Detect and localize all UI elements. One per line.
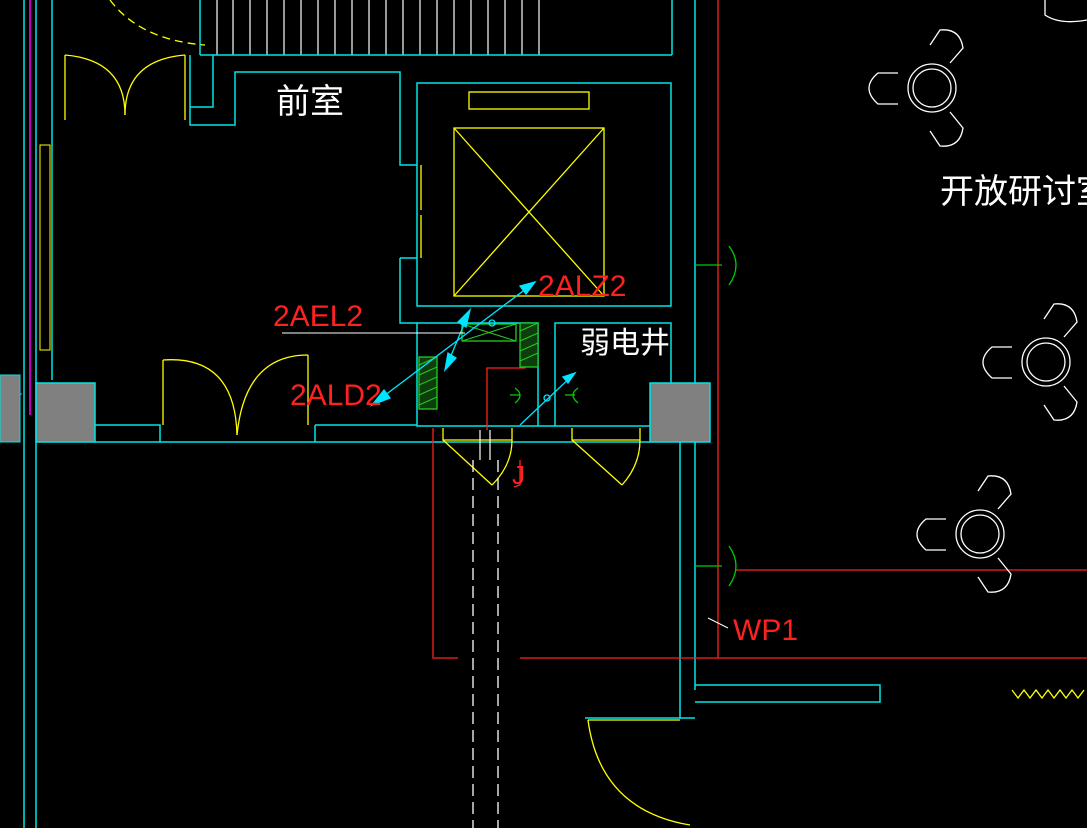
furniture-cluster-3: [916, 475, 1012, 593]
top-left-doors: [64, 0, 206, 120]
walls: [95, 0, 881, 719]
front-room-doors: [162, 354, 309, 436]
column-left-edge: [0, 374, 21, 443]
tag-j: J: [512, 460, 525, 490]
wp1-leader: [707, 617, 729, 629]
chair-top-right: [1044, 0, 1087, 23]
leaders: [369, 280, 577, 426]
column-left: [35, 382, 96, 443]
tag-2ael2: 2AEL2: [273, 300, 363, 333]
column-right: [649, 382, 711, 443]
sockets: [510, 245, 737, 587]
panel-2alz2-box: [519, 322, 539, 368]
panels: [418, 322, 539, 410]
shaft-doors: [442, 428, 641, 486]
zigzag-line: [1011, 688, 1085, 700]
bottom-door: [587, 719, 691, 826]
panel-2ald2-box: [418, 356, 438, 410]
tag-2ald2: 2ALD2: [290, 379, 382, 412]
tag-wp1: WP1: [733, 614, 798, 647]
stair-treads: [216, 0, 540, 55]
dashed-corridor: [472, 460, 499, 828]
furniture-cluster-1: [868, 29, 964, 147]
room-label-front-room: 前室: [276, 82, 344, 122]
corridor-ticks: [479, 430, 491, 460]
left-door-jamb: [39, 144, 51, 351]
elevator: [420, 91, 605, 297]
room-label-open-discussion-room: 开放研讨室: [940, 172, 1087, 212]
room-label-weak-current-shaft: 弱电井: [580, 326, 670, 361]
furniture-cluster-2: [982, 303, 1078, 421]
tag-2alz2: 2ALZ2: [538, 270, 626, 303]
